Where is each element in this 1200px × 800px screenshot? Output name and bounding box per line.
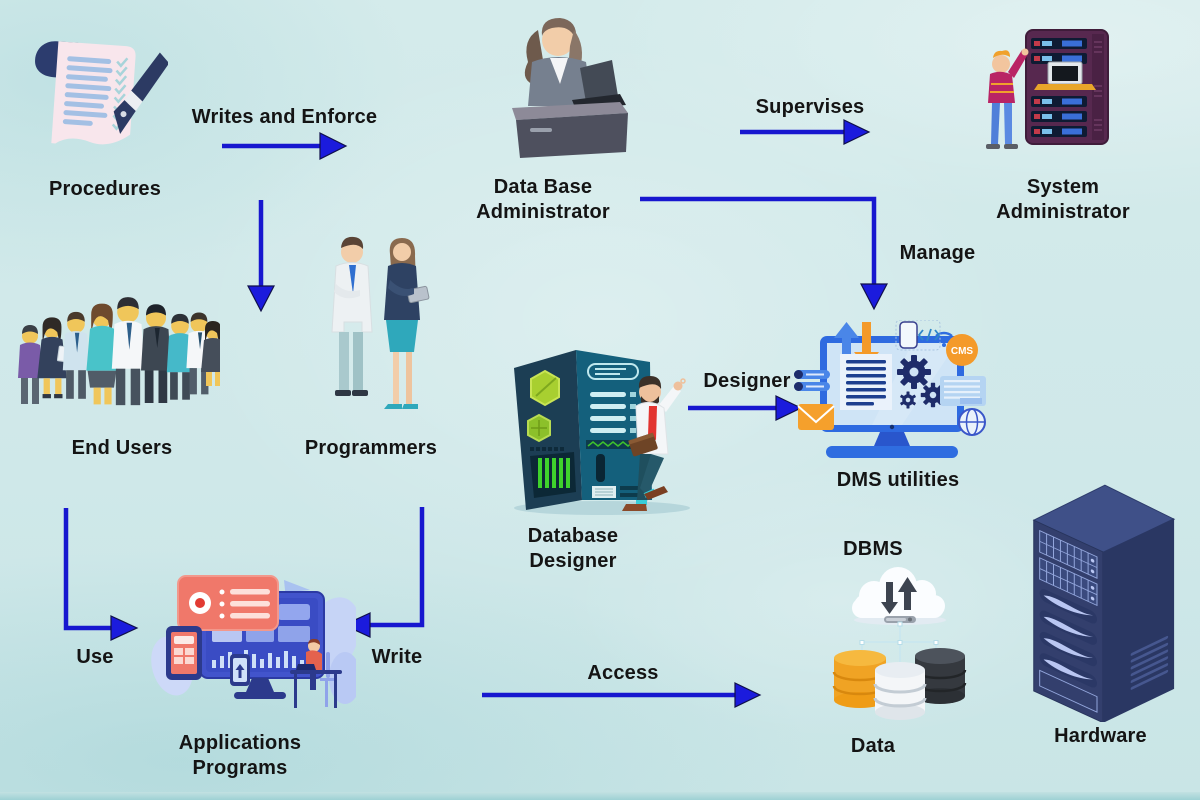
- dbms-data-illustration: [832, 567, 967, 720]
- applications-programs-illustration: [151, 575, 356, 708]
- paper-plane-icon: [284, 580, 310, 600]
- data-label: Data: [850, 735, 896, 757]
- white-cylinder: [873, 662, 927, 720]
- phone-icon: [230, 654, 250, 686]
- envelope-icon: [797, 404, 835, 430]
- arrow-use-line: [63, 508, 112, 631]
- database-administrator-label: Data Base Administrator: [476, 176, 610, 223]
- arrowhead-manage: [860, 283, 888, 311]
- arrowhead-supervises: [843, 119, 871, 145]
- wifi-icon: [935, 331, 953, 342]
- admin-person: [986, 48, 1029, 149]
- working-person: [290, 638, 342, 708]
- database-administrator-illustration: [512, 18, 628, 158]
- system-administrator-illustration: [986, 29, 1109, 149]
- procedures-document-icon: [35, 41, 168, 145]
- designer-person: [622, 376, 686, 511]
- programmers-illustration: [331, 236, 430, 409]
- arrow-write-line: [369, 507, 425, 628]
- applications-programs-label: Applications Programs: [178, 732, 302, 779]
- server-rack-rows: [1031, 38, 1087, 137]
- mobile-code-icon: [895, 320, 941, 351]
- svg-text:CMS: CMS: [951, 346, 974, 357]
- task-card: [177, 575, 279, 631]
- edge-label-manage: Manage: [899, 242, 976, 264]
- edge-label-write: Write: [371, 646, 423, 668]
- system-administrator-label: System Administrator: [996, 176, 1130, 223]
- edge-label-designer: Designer: [703, 370, 791, 392]
- arrowhead-access: [734, 682, 762, 708]
- data-cylinders-icon: [832, 648, 967, 720]
- arrowhead-enforce-down: [247, 285, 275, 313]
- end-users-group-illustration: [18, 297, 220, 406]
- tablet-icon: [166, 626, 202, 680]
- edge-label-access: Access: [587, 662, 659, 684]
- globe-icon: [958, 408, 986, 436]
- upload-arrow-icon: [834, 322, 859, 366]
- arrowhead-use: [110, 615, 139, 641]
- arrowhead-writes-and-enforce: [319, 132, 348, 160]
- edge-label-supervises: Supervises: [755, 96, 865, 118]
- dms-utilities-illustration: CMS: [794, 320, 986, 458]
- bottom-edge-shade: [0, 792, 1200, 800]
- left-field-bars: [794, 370, 830, 391]
- programmers-label: Programmers: [304, 437, 438, 459]
- dbms-cloud-icon: [852, 567, 946, 625]
- dbms-label: DBMS: [843, 538, 903, 560]
- hardware-label: Hardware: [1054, 725, 1147, 747]
- fountain-pen-icon: [113, 52, 168, 134]
- procedures-label: Procedures: [48, 178, 162, 200]
- database-designer-label: Database Designer: [527, 525, 619, 572]
- dms-utilities-label: DMS utilities: [836, 469, 960, 491]
- hardware-server-illustration: [1032, 484, 1176, 722]
- edge-label-writes-and-enforce: Writes and Enforce: [191, 106, 378, 128]
- arrow-manage-line: [640, 196, 877, 285]
- edge-label-use: Use: [76, 646, 114, 668]
- database-designer-illustration: [514, 350, 690, 515]
- end-users-label: End Users: [71, 437, 173, 459]
- cms-badge-icon: CMS: [946, 334, 978, 366]
